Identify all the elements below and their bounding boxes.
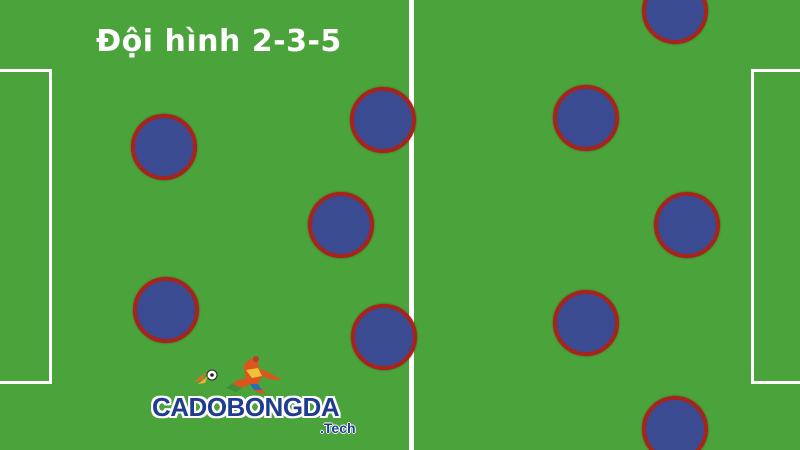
halfway-line: [409, 0, 414, 450]
player-marker: [350, 87, 416, 153]
player-marker: [131, 114, 197, 180]
player-marker: [351, 304, 417, 370]
player-marker: [553, 290, 619, 356]
left-penalty-box: [0, 69, 52, 384]
brand-logo: CADOBONGDA .Tech: [152, 352, 372, 442]
player-kick-icon: [194, 356, 282, 394]
player-marker: [133, 277, 199, 343]
player-marker: [553, 85, 619, 151]
player-marker: [642, 0, 708, 44]
player-marker: [654, 192, 720, 258]
brand-tld: .Tech: [320, 420, 356, 436]
right-penalty-box: [751, 69, 800, 384]
brand-name: CADOBONGDA: [152, 392, 340, 422]
formation-title: Đội hình 2-3-5: [96, 24, 342, 59]
player-marker: [308, 192, 374, 258]
player-marker: [642, 396, 708, 450]
